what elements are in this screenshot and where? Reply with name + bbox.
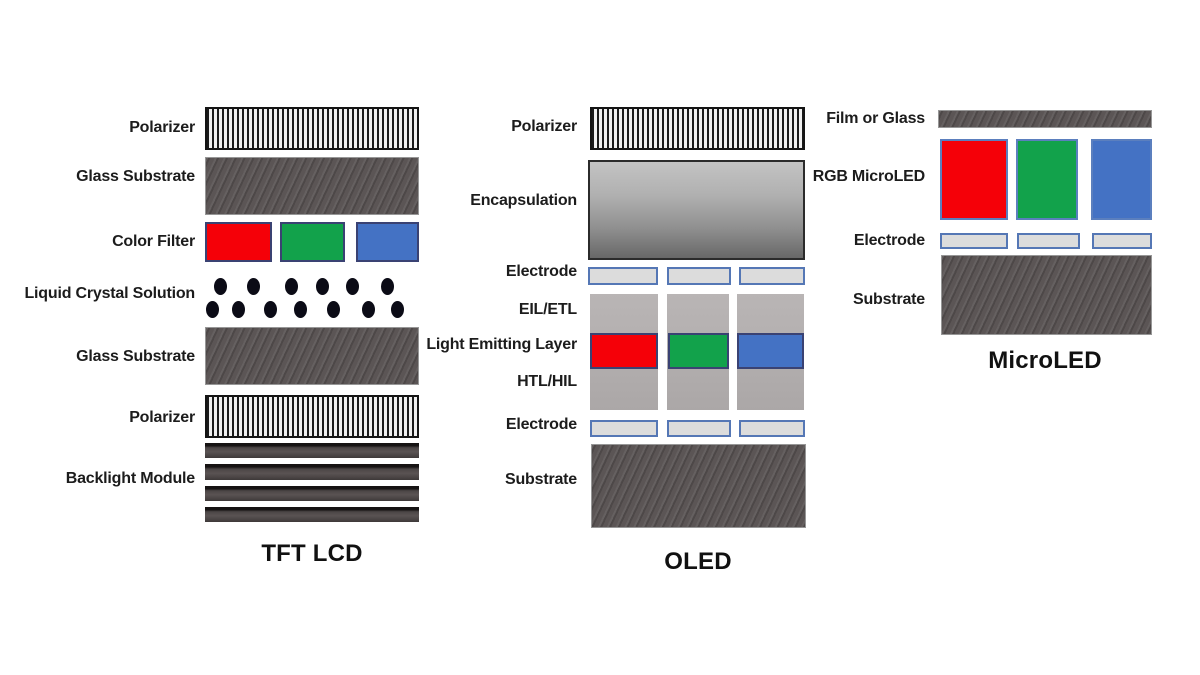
microled-label-electrode: Electrode [853, 232, 925, 249]
lcd-label-polarizer-top: Polarizer [129, 119, 195, 136]
oled-electrode-top-1 [588, 267, 658, 285]
microled-label-film-or-glass: Film or Glass [826, 110, 925, 127]
liquid-crystal-dot [214, 278, 227, 295]
oled-electrode-bottom-3 [739, 420, 805, 437]
lcd-title: TFT LCD [261, 540, 363, 567]
oled-electrode-top-2 [667, 267, 731, 285]
lcd-label-color-filter: Color Filter [112, 233, 195, 250]
oled-label-light-emitting: Light Emitting Layer [426, 336, 577, 353]
lcd-label-glass-top: Glass Substrate [76, 168, 195, 185]
lcd-color-filter-green [280, 222, 345, 262]
oled-electrode-top-3 [739, 267, 805, 285]
lcd-backlight-strip-1 [205, 443, 419, 458]
microled-title: MicroLED [988, 347, 1102, 374]
oled-title: OLED [664, 548, 732, 575]
microled-film-or-glass-layer [938, 110, 1152, 128]
oled-label-substrate: Substrate [505, 471, 577, 488]
lcd-color-filter-blue [356, 222, 419, 262]
microled-electrode-2 [1017, 233, 1080, 249]
lcd-glass-substrate-top-layer [205, 157, 419, 215]
liquid-crystal-dot [316, 278, 329, 295]
liquid-crystal-dot [391, 301, 404, 318]
microled-led-red [940, 139, 1008, 220]
microled-substrate-layer [941, 255, 1152, 335]
lcd-polarizer-top-layer [205, 107, 419, 150]
microled-label-substrate: Substrate [853, 291, 925, 308]
oled-electrode-bottom-2 [667, 420, 731, 437]
oled-label-encapsulation: Encapsulation [470, 192, 577, 209]
lcd-label-glass-bottom: Glass Substrate [76, 348, 195, 365]
oled-label-polarizer: Polarizer [511, 118, 577, 135]
oled-emitting-layer-red [590, 333, 658, 369]
lcd-glass-substrate-bottom-layer [205, 327, 419, 385]
microled-electrode-1 [940, 233, 1008, 249]
lcd-backlight-strip-3 [205, 486, 419, 501]
lcd-label-backlight: Backlight Module [65, 470, 195, 487]
liquid-crystal-dot [264, 301, 277, 318]
microled-led-green [1016, 139, 1078, 220]
liquid-crystal-dot [327, 301, 340, 318]
liquid-crystal-dot [232, 301, 245, 318]
oled-encapsulation-layer [588, 160, 805, 260]
lcd-label-liquid-crystal: Liquid Crystal Solution [24, 285, 195, 302]
lcd-backlight-strip-4 [205, 507, 419, 522]
oled-electrode-bottom-1 [590, 420, 658, 437]
oled-substrate-layer [591, 444, 806, 528]
lcd-backlight-strip-2 [205, 464, 419, 480]
liquid-crystal-dot [294, 301, 307, 318]
lcd-liquid-crystal-layer [205, 273, 419, 325]
liquid-crystal-dot [285, 278, 298, 295]
liquid-crystal-dot [247, 278, 260, 295]
liquid-crystal-dot [381, 278, 394, 295]
oled-label-electrode-top: Electrode [505, 263, 577, 280]
oled-label-eil-etl: EIL/ETL [518, 301, 577, 318]
liquid-crystal-dot [346, 278, 359, 295]
microled-label-rgb-microled: RGB MicroLED [812, 168, 925, 185]
liquid-crystal-dot [206, 301, 219, 318]
oled-emitting-layer-green [668, 333, 729, 369]
microled-electrode-3 [1092, 233, 1152, 249]
microled-led-blue [1091, 139, 1152, 220]
oled-label-htl-hil: HTL/HIL [517, 373, 577, 390]
oled-polarizer-layer [590, 107, 805, 150]
lcd-label-polarizer-bottom: Polarizer [129, 409, 195, 426]
liquid-crystal-dot [362, 301, 375, 318]
oled-label-electrode-bottom: Electrode [505, 416, 577, 433]
lcd-color-filter-red [205, 222, 272, 262]
lcd-polarizer-bottom-layer [205, 395, 419, 438]
oled-emitting-layer-blue [737, 333, 804, 369]
